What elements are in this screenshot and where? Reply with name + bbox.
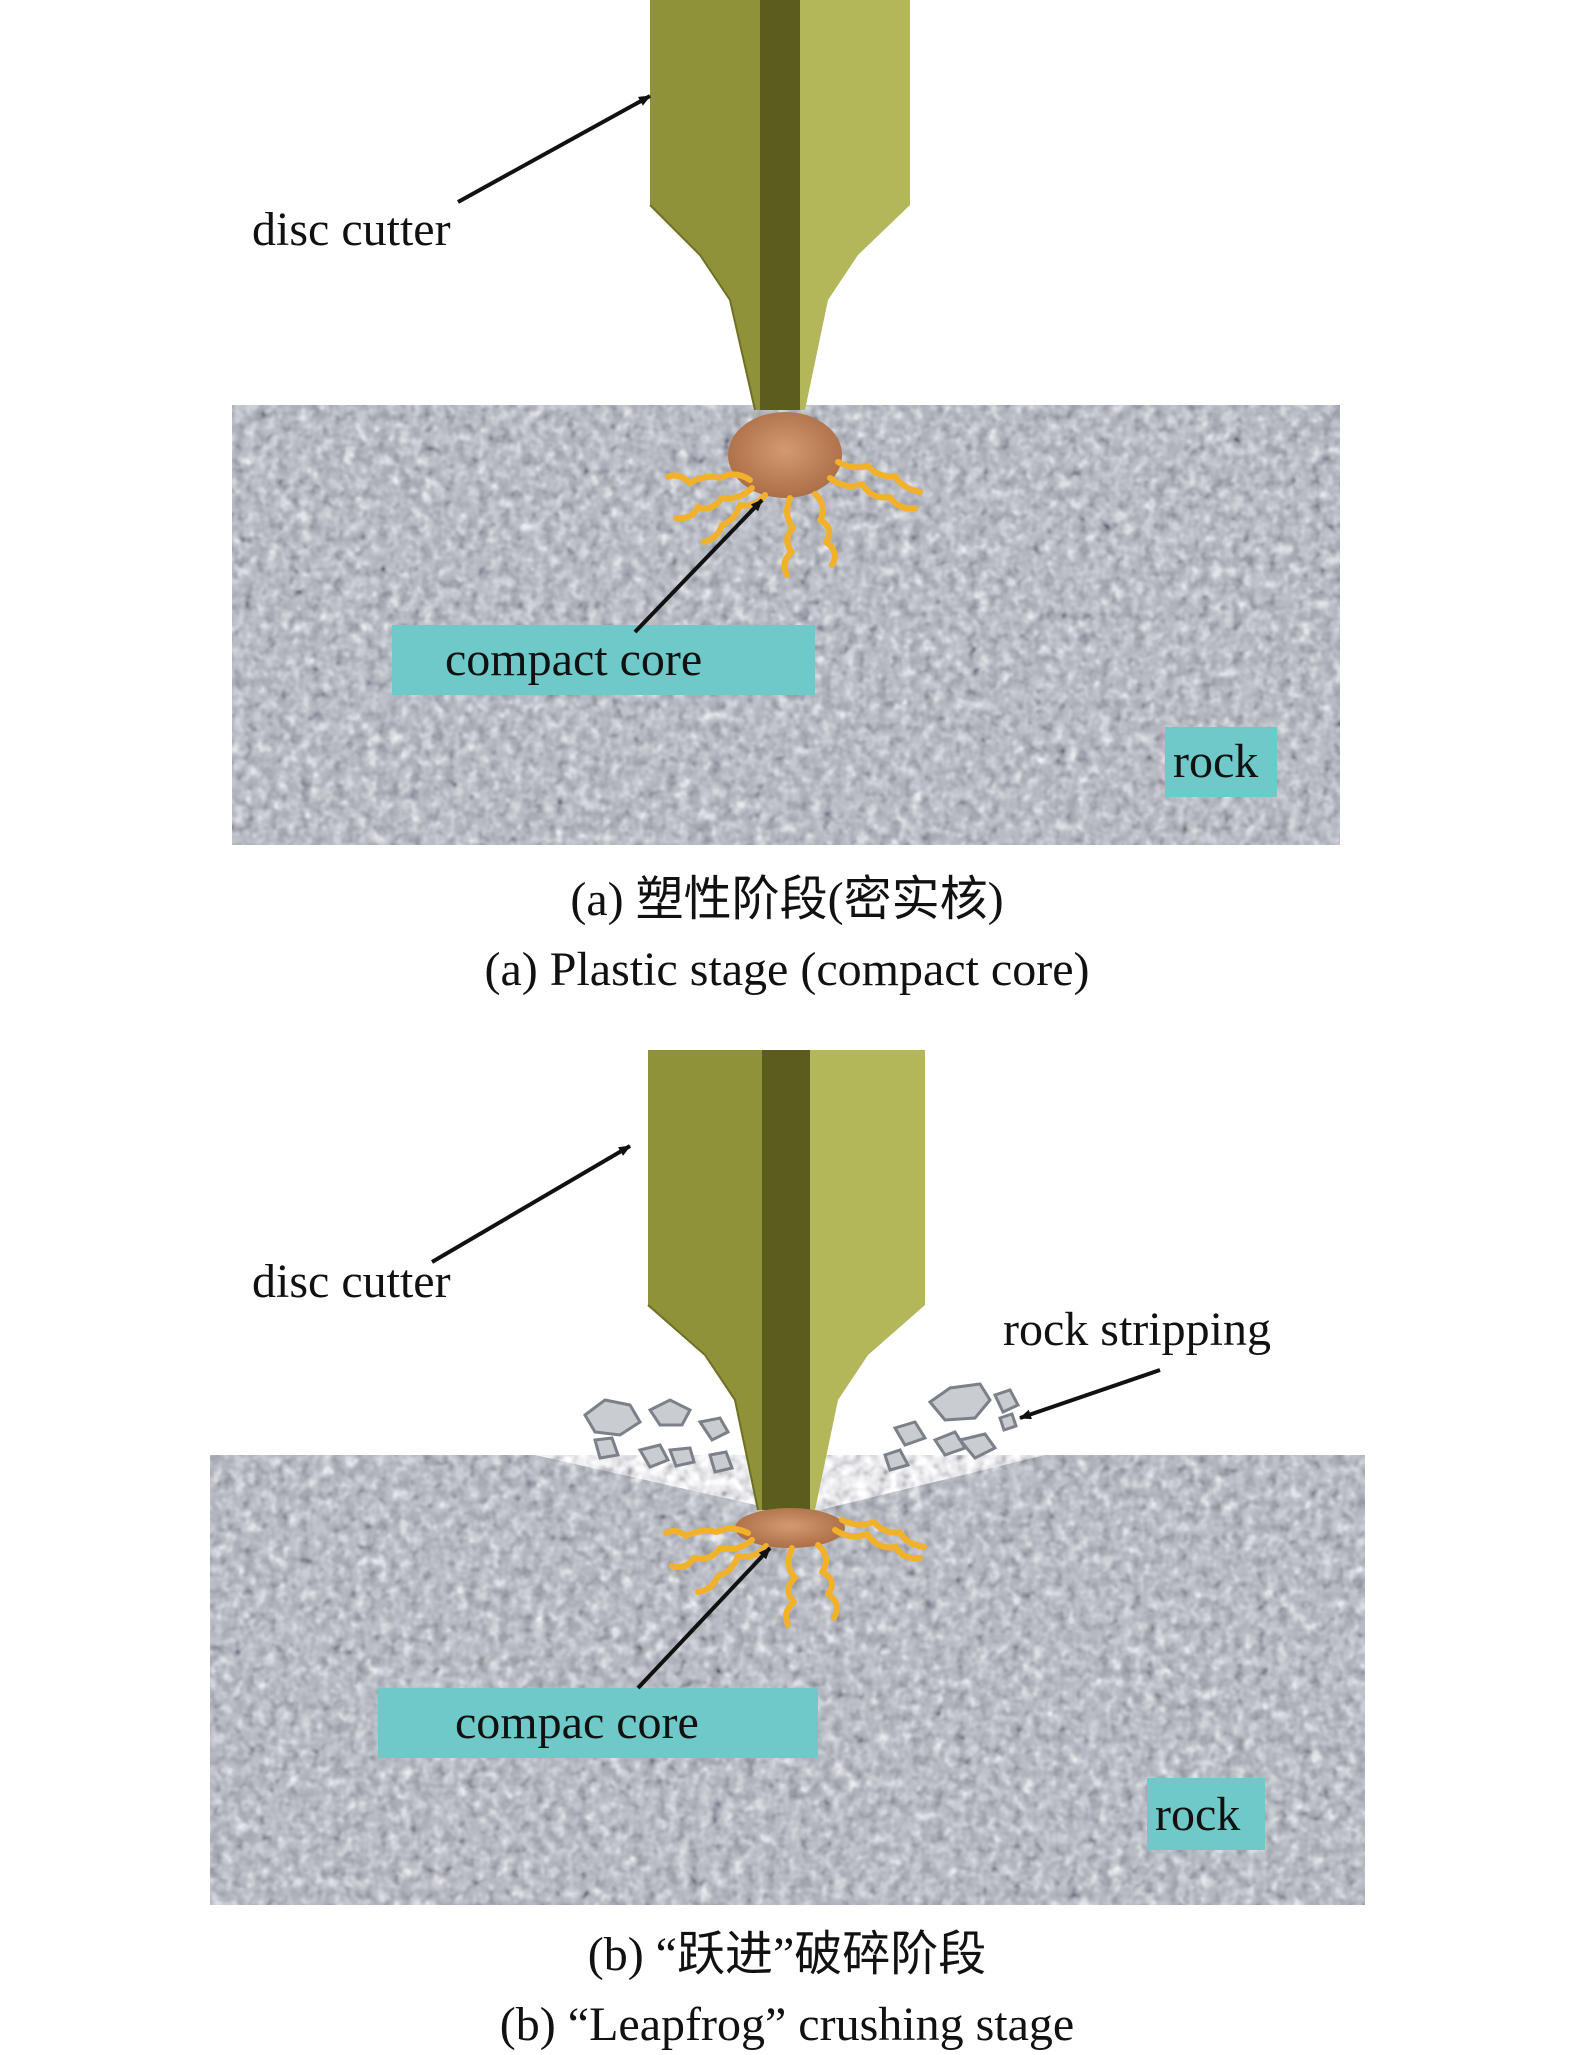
caption-a-english: (a) Plastic stage (compact core) [484,943,1089,996]
cutter-pointer-arrow [457,94,651,204]
cutter-pointer-arrow [430,1144,632,1264]
rock-block [210,1455,1365,1905]
compact-core-label: compact core [445,633,702,686]
compact-core-label-box [378,1688,818,1758]
disc-cutter-label: disc cutter [252,203,451,256]
core-pointer-arrow [636,1546,772,1690]
rock-label-box [1147,1778,1265,1850]
disc-cutter-label: disc cutter [252,1255,451,1308]
core-pointer-arrow [633,498,764,634]
caption-b-chinese: (b) “跃进”破碎阶段 [588,1928,987,1981]
crack-lines [663,1517,927,1628]
caption-b-english: (b) “Leapfrog” crushing stage [500,1998,1074,2051]
disc-cutter [647,1050,925,1511]
panel-b: disc cutter rock stripping compac core r… [210,1050,1365,2051]
caption-a-chinese: (a) 塑性阶段(密实核) [570,873,1003,926]
panel-a: disc cutter compact core rock (a) 塑性阶段(密… [232,0,1340,996]
compact-core [735,1508,845,1548]
rock-label: rock [1155,1788,1240,1841]
rock-stripping-label: rock stripping [1003,1303,1271,1356]
compact-core-zone [663,1508,927,1628]
disc-cutter [649,0,910,411]
stripping-pointer-arrow [1019,1368,1161,1420]
compact-core-label: compac core [455,1696,699,1749]
rock-fragments [583,1382,1021,1474]
compact-core-zone [665,412,923,578]
compact-core [728,412,842,498]
rock-label-box [1165,727,1277,797]
compact-core-label-box [392,625,815,695]
rock-label: rock [1173,735,1258,788]
